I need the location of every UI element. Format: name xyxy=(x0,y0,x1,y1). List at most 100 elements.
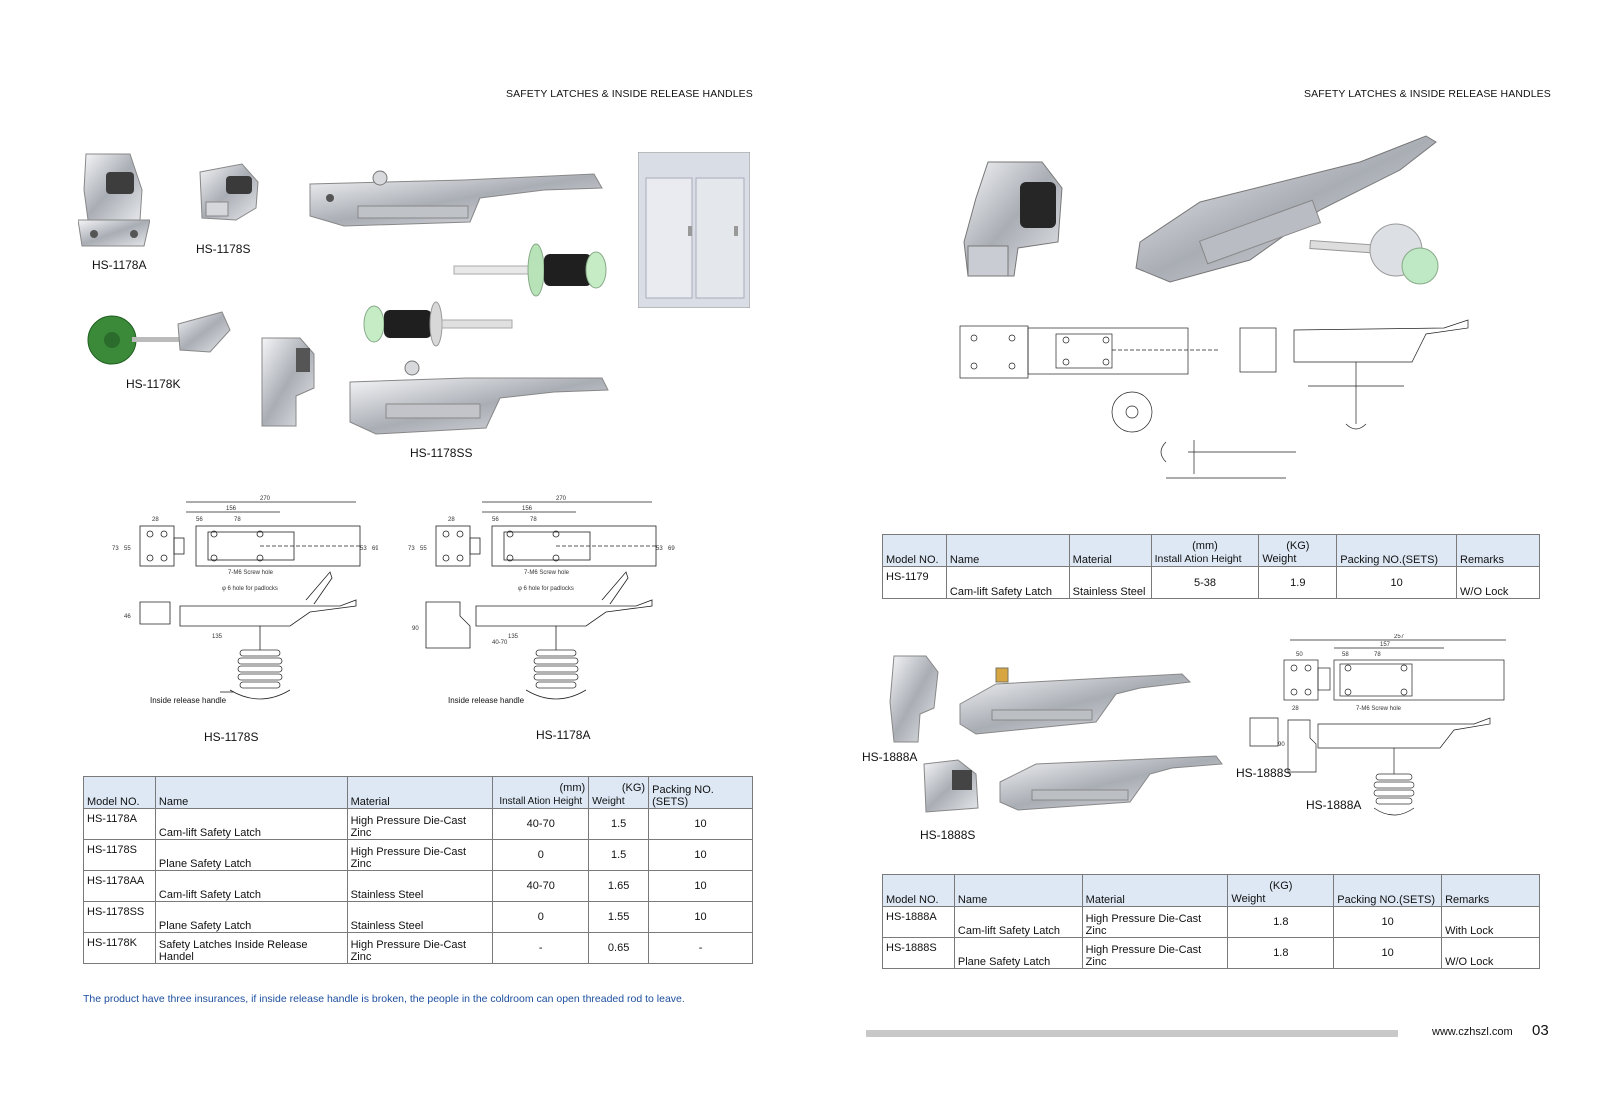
latch-keeper-photo xyxy=(261,337,315,427)
svg-text:270: 270 xyxy=(260,496,271,502)
svg-text:40-70: 40-70 xyxy=(492,640,508,646)
t1-col-model: Model NO. xyxy=(882,534,947,567)
cell-packing: 10 xyxy=(1336,566,1458,599)
svg-text:7-M6 Screw hole: 7-M6 Screw hole xyxy=(228,570,274,576)
svg-text:73: 73 xyxy=(408,546,415,552)
cell-height: 0 xyxy=(492,901,590,933)
cell-model: HS-1179 xyxy=(882,566,947,599)
hs-1178k-label: HS-1178K xyxy=(126,377,181,391)
svg-text:78: 78 xyxy=(234,517,241,523)
svg-text:28: 28 xyxy=(152,517,159,523)
cell-height: 40-70 xyxy=(492,808,590,840)
hs-1178ss-photo xyxy=(349,360,609,435)
hs-1178a-drawing-label: HS-1178A xyxy=(536,728,591,742)
cell-material: High Pressure Die-Cast Zinc xyxy=(1081,937,1229,969)
hs-1888a-photo-label: HS-1888A xyxy=(862,750,918,764)
hs-1179-spec-table: Model NO. Name Material (mm) Install Ati… xyxy=(882,534,1540,599)
cell-weight: 0.65 xyxy=(588,932,650,964)
t1-col-name: Name xyxy=(945,534,1070,567)
inside-release-rod-photo xyxy=(363,301,513,347)
cell-material: Stainless Steel xyxy=(346,870,494,902)
cell-weight: 1.5 xyxy=(588,839,650,871)
svg-text:156: 156 xyxy=(226,506,237,512)
hs-1178ss-label: HS-1178SS xyxy=(410,446,473,460)
svg-text:78: 78 xyxy=(1374,652,1381,658)
cell-height: - xyxy=(492,932,590,964)
svg-text:7-M6 Screw hole: 7-M6 Screw hole xyxy=(524,570,570,576)
footer-bar xyxy=(866,1030,1398,1037)
svg-text:55: 55 xyxy=(420,546,427,552)
t1-col-weight: (KG) Weight xyxy=(1258,534,1338,567)
svg-text:135: 135 xyxy=(212,634,223,640)
t2-col-weight: (KG) Weight xyxy=(1227,874,1335,907)
hs-1888a-drawing-label: HS-1888A xyxy=(1306,798,1362,812)
hs-1178s-photo-label: HS-1178S xyxy=(196,242,251,256)
hs-1178s-drawing-label: HS-1178S xyxy=(204,730,259,744)
cell-height: 40-70 xyxy=(492,870,590,902)
t2-col-model: Model NO. xyxy=(882,874,955,907)
website-url: www.czhszl.com xyxy=(1432,1026,1513,1038)
svg-text:50: 50 xyxy=(1296,652,1303,658)
cell-name: Cam-lift Safety Latch xyxy=(154,808,348,840)
svg-text:78: 78 xyxy=(530,517,537,523)
cell-name: Plane Safety Latch xyxy=(154,901,348,933)
svg-text:270: 270 xyxy=(556,496,567,502)
cell-material: High Pressure Die-Cast Zinc xyxy=(346,839,494,871)
col-model: Model NO. xyxy=(83,776,156,809)
inside-release-handle-photo xyxy=(453,243,607,297)
svg-text:56: 56 xyxy=(492,517,499,523)
svg-text:53: 53 xyxy=(360,546,367,552)
col-height: (mm) Install Ation Height xyxy=(492,776,590,809)
cell-remarks: W/O Lock xyxy=(1456,566,1540,599)
page-number: 03 xyxy=(1532,1022,1549,1039)
hs-1178a-technical-drawing: 270 156 28 56 78 73 55 53 69 7-M6 Screw … xyxy=(408,496,675,700)
cell-packing: 10 xyxy=(648,808,753,840)
svg-text:φ 6 hole for padlocks: φ 6 hole for padlocks xyxy=(518,586,574,592)
left-spec-table: Model NO. Name Material (mm) Install Ati… xyxy=(83,776,753,964)
cell-name: Cam-lift Safety Latch xyxy=(953,906,1083,938)
svg-text:φ 6 hole for padlocks: φ 6 hole for padlocks xyxy=(222,586,278,592)
cell-height: 0 xyxy=(492,839,590,871)
svg-text:56: 56 xyxy=(196,517,203,523)
svg-text:157: 157 xyxy=(1380,642,1391,648)
cell-weight: 1.5 xyxy=(588,808,650,840)
cell-model: HS-1178SS xyxy=(83,901,156,933)
cell-weight: 1.8 xyxy=(1227,937,1335,969)
cell-weight: 1.9 xyxy=(1258,566,1338,599)
inside-release-note: The product have three insurances, if in… xyxy=(83,993,685,1005)
cell-remarks: W/O Lock xyxy=(1441,937,1540,969)
cell-model: HS-1178A xyxy=(83,808,156,840)
col-packing: Packing NO.(SETS) xyxy=(648,776,753,809)
cell-weight: 1.55 xyxy=(588,901,650,933)
t2-col-packing: Packing NO.(SETS) xyxy=(1333,874,1443,907)
t2-col-name: Name xyxy=(953,874,1083,907)
svg-text:69: 69 xyxy=(668,546,675,552)
hs-1888s-photo-label: HS-1888S xyxy=(920,828,976,842)
cell-packing: 10 xyxy=(648,901,753,933)
hs-1888a-latch-photo xyxy=(959,667,1192,735)
t1-col-packing: Packing NO.(SETS) xyxy=(1336,534,1458,567)
cell-model: HS-1888S xyxy=(882,937,955,969)
t1-col-remarks: Remarks xyxy=(1456,534,1540,567)
hs-1179-technical-drawing xyxy=(959,319,1469,479)
cell-name: Cam-lift Safety Latch xyxy=(154,870,348,902)
cell-material: Stainless Steel xyxy=(346,901,494,933)
t1-col-height: (mm) Install Ation Height xyxy=(1150,534,1260,567)
cell-weight: 1.65 xyxy=(588,870,650,902)
cell-name: Plane Safety Latch xyxy=(953,937,1083,969)
hs-1888-spec-table: Model NO. Name Material (KG) Weight Pack… xyxy=(882,874,1540,969)
hs-1178a-label: HS-1178A xyxy=(92,258,147,272)
cell-model: HS-1178K xyxy=(83,932,156,964)
inside-release-label-right: Inside release handle xyxy=(448,696,525,705)
hs-1178k-photo xyxy=(87,311,231,365)
svg-text:73: 73 xyxy=(112,546,119,552)
cell-packing: 10 xyxy=(1333,937,1443,969)
svg-text:53: 53 xyxy=(656,546,663,552)
t2-col-material: Material xyxy=(1081,874,1229,907)
svg-text:69: 69 xyxy=(372,546,378,552)
